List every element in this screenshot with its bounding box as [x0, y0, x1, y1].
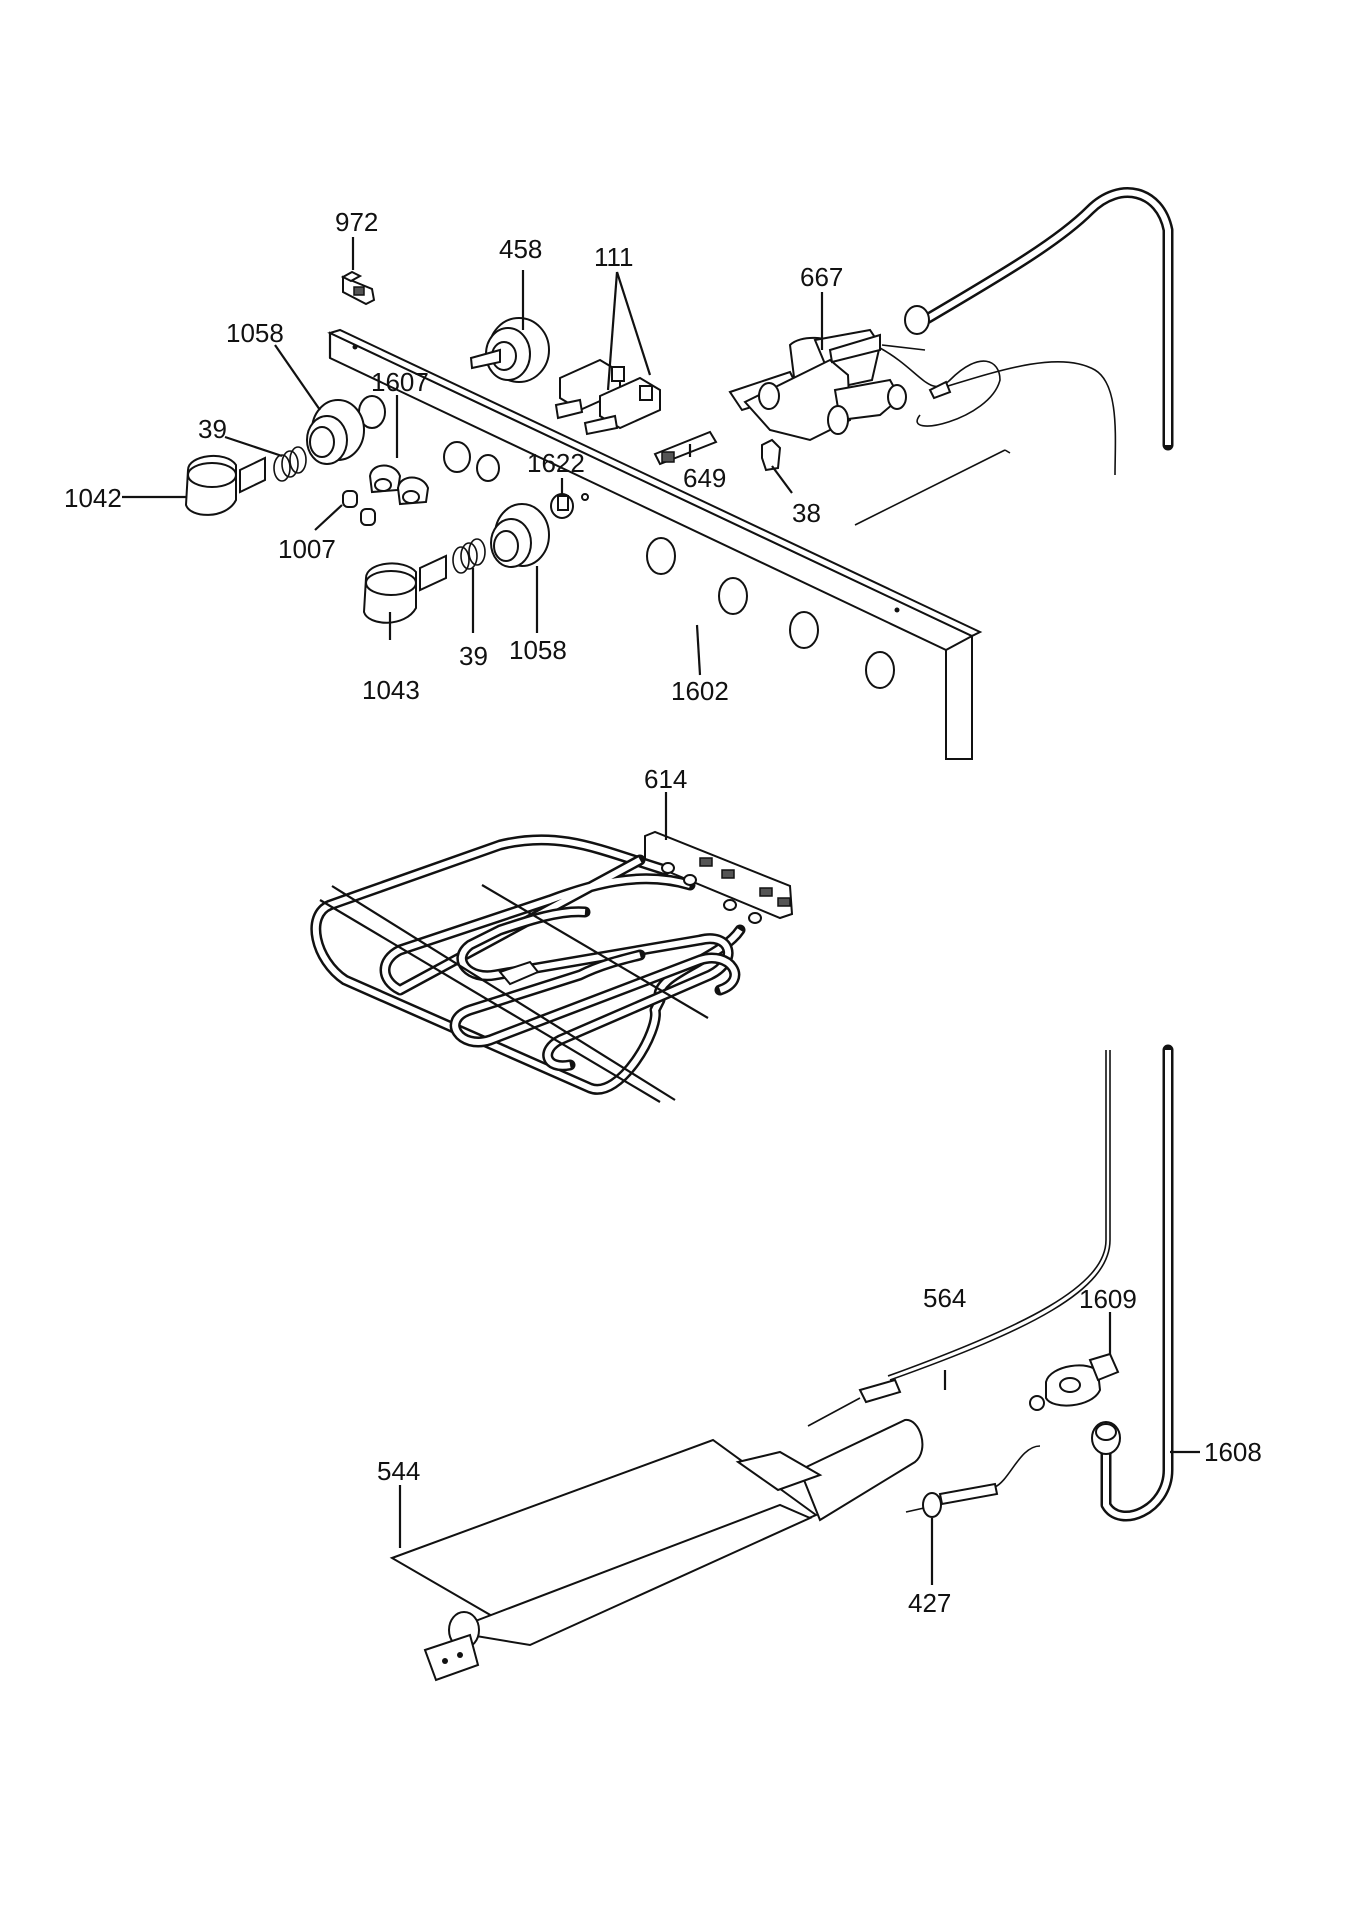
callout-39-lower: 39	[459, 641, 488, 671]
knob-part-1042	[184, 454, 266, 516]
callout-1602: 1602	[671, 676, 729, 706]
spring-part-39-lower	[452, 538, 486, 574]
callout-1622: 1622	[527, 448, 585, 478]
callout-38: 38	[792, 498, 821, 528]
callout-544: 544	[377, 1456, 420, 1486]
callout-458: 458	[499, 234, 542, 264]
electrode-part-427	[905, 1445, 1041, 1518]
callout-1058-upper: 1058	[226, 318, 284, 348]
callout-1042: 1042	[64, 483, 122, 513]
leader-lines	[122, 237, 1200, 1585]
ignition-part-649	[653, 430, 718, 466]
callout-1609: 1609	[1079, 1284, 1137, 1314]
gas-pipe-part-1608	[1091, 1044, 1174, 1522]
thermostat-part-458	[469, 317, 550, 383]
gas-pipe-top	[854, 187, 1174, 526]
spring-part-39-upper	[273, 446, 307, 482]
callout-649: 649	[683, 463, 726, 493]
gas-valve-part-667	[728, 328, 926, 442]
bezel-part-1058-upper	[306, 399, 365, 465]
callout-564: 564	[923, 1283, 966, 1313]
callout-111: 111	[594, 242, 634, 272]
control-panel-part-1602	[327, 328, 983, 760]
bezel-part-1058-lower	[490, 503, 550, 568]
callout-667: 667	[800, 262, 843, 292]
cap-part-1007	[342, 490, 376, 526]
thermocouple-part-564	[807, 1050, 1111, 1427]
callout-972: 972	[335, 207, 378, 237]
bracket-part-1609	[1029, 1352, 1120, 1411]
callout-1007: 1007	[278, 534, 336, 564]
screw-part-1622	[550, 493, 574, 519]
callout-1058-lower: 1058	[509, 635, 567, 665]
callout-614: 614	[644, 764, 687, 794]
callout-427: 427	[908, 1588, 951, 1618]
grill-element-part-614	[310, 830, 794, 1103]
switch-parts-111	[554, 358, 661, 436]
burner-part-544	[389, 1419, 924, 1682]
knob-part-1043	[362, 554, 447, 624]
callout-1043: 1043	[362, 675, 420, 705]
holder-part-1607	[368, 464, 430, 506]
clip-part-972	[340, 270, 376, 306]
clip-part-38	[761, 438, 782, 472]
callout-labels: 972 458 111 667 1058 1607 39 1042 1622 6…	[64, 207, 1262, 1618]
callout-1608: 1608	[1204, 1437, 1262, 1467]
callout-1607: 1607	[371, 367, 429, 397]
callout-39-upper: 39	[198, 414, 227, 444]
